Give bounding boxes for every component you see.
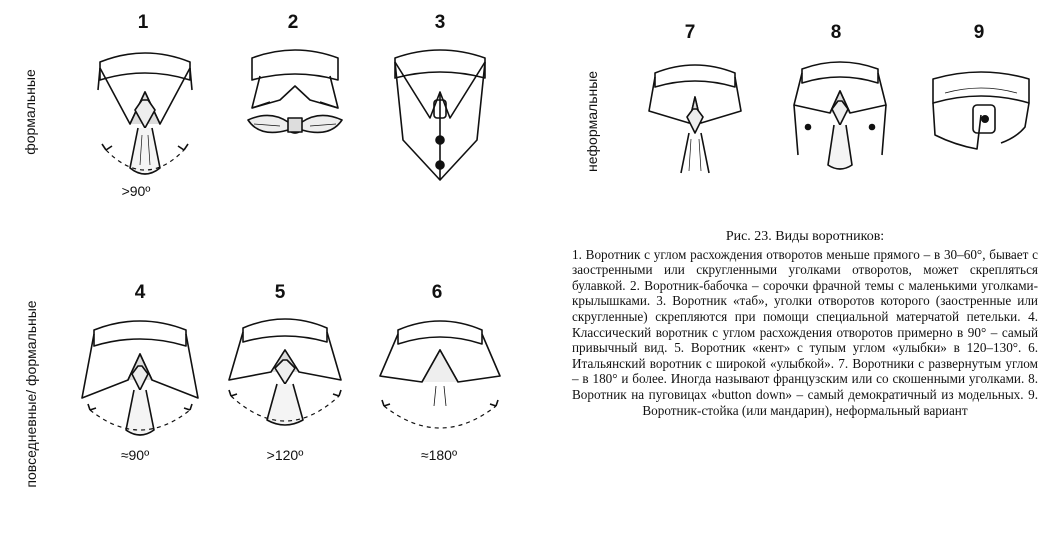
collar-angle-5: >120º — [266, 447, 304, 463]
collar-number-1: 1 — [137, 12, 149, 33]
caption-body: 1. Воротник с углом расхождения отворото… — [572, 246, 1038, 418]
collar-number-7: 7 — [684, 22, 696, 43]
collar-angle-4: ≈90º — [120, 447, 150, 463]
collar-angle-6: ≈180º — [420, 447, 458, 463]
collar-number-8: 8 — [830, 22, 842, 43]
collar-number-9: 9 — [973, 22, 985, 43]
collar-2-illustration — [240, 40, 350, 140]
caption-title: Рис. 23. Виды воротников: — [725, 229, 885, 244]
collar-number-4: 4 — [134, 282, 146, 303]
collar-number-6: 6 — [431, 282, 443, 303]
collar-angle-1: >90º — [121, 183, 151, 199]
collar-5-illustration — [225, 310, 345, 450]
collar-3-illustration — [385, 40, 495, 185]
collar-7-illustration — [645, 55, 745, 175]
collar-4-illustration — [80, 310, 200, 450]
label-formal: формальные — [22, 69, 38, 155]
figure-caption: Рис. 23. Виды воротников: 1. Воротник с … — [572, 229, 1038, 418]
collar-number-5: 5 — [274, 282, 286, 303]
collar-number-2: 2 — [287, 12, 299, 33]
collar-8-illustration — [790, 55, 890, 175]
label-casual-formal: повседневные/ формальные — [23, 300, 39, 488]
collar-9-illustration — [925, 65, 1037, 155]
collar-6-illustration — [378, 310, 502, 450]
collar-1-illustration — [90, 40, 200, 185]
collar-number-3: 3 — [434, 12, 446, 33]
label-informal: неформальные — [584, 70, 600, 172]
